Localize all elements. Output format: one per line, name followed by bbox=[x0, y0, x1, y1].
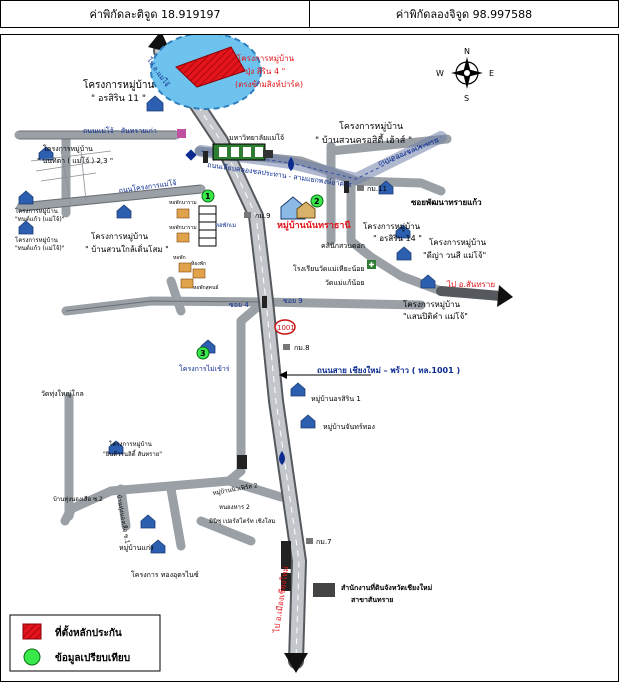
coordinates-header: ค่าพิกัดละติจูด 18.919197 ค่าพิกัดลองจิจ… bbox=[0, 0, 619, 28]
label-arin14-title: โครงการหมู่บ้าน bbox=[363, 221, 421, 232]
label-km9: กม.9 bbox=[255, 212, 271, 220]
label-main-project-name: " ปุ่ง สิริน 4 " bbox=[239, 67, 285, 76]
label-wat-mae-jo: วัดแม่แก้น้อย bbox=[325, 279, 364, 287]
label-maejo-song-title: โครงการหมู่บ้าน bbox=[15, 236, 58, 244]
label-saenpickham-title: โครงการหมู่บ้าน bbox=[403, 299, 461, 310]
label-nongyaw: บ้านทุ่งนองเสือ ซ.2 bbox=[53, 495, 103, 503]
label-arin11-name: " อรสิริน 11 " bbox=[91, 93, 146, 104]
marker-3: 3 bbox=[200, 349, 206, 358]
legend-property-label: ที่ตั้งหลักประกัน bbox=[55, 625, 122, 639]
label-main-project-note: (ตรงข้ามสิงห์ปาร์ค) bbox=[235, 79, 303, 89]
marker-2: 2 bbox=[314, 197, 320, 206]
property-parcel bbox=[175, 46, 246, 88]
label-sub-list-2: หมู่บ้านจันทร์ทอง bbox=[323, 423, 375, 431]
shop-icons bbox=[176, 208, 206, 289]
km-posts bbox=[244, 185, 364, 544]
label-to-chiangmai: ไป อ.เมืองเชียงใหม่ bbox=[272, 566, 290, 635]
label-school: โรงเรียนวัดแม่เหียะน้อย bbox=[293, 264, 365, 273]
longitude-label: ค่าพิกัดลองจิจูด 98.997588 bbox=[309, 1, 618, 27]
label-road-maejo: ถนนแม่โจ้ - สันทรายเก่า bbox=[83, 126, 157, 135]
label-arin11-title: โครงการหมู่บ้าน bbox=[83, 78, 155, 91]
label-maejo-nueng-title: โครงการหมู่บ้าน bbox=[15, 207, 58, 215]
sansai-arrow bbox=[436, 286, 506, 301]
village-icon bbox=[280, 196, 316, 220]
label-satukan: หนองหาร 2 bbox=[219, 504, 250, 511]
medical-icon bbox=[367, 260, 376, 269]
label-maejo-nueng-name: "ทนต์แก้ว (แม่โจ้)" bbox=[15, 215, 65, 223]
label-road-name: ถนนสาย เชียงใหม่ – พร้าว ( ทล.1001 ) bbox=[317, 365, 460, 375]
label-ban-suan-name: " บ้านสวนครอสิตี้ เฮ้าส์ " bbox=[315, 133, 412, 146]
label-sansai-village: หมู่บ้านนันทราธานี bbox=[277, 220, 351, 231]
label-project-maejo3: โครงการไม่เข้าร่ bbox=[179, 364, 230, 373]
label-nanthana-name: " นนทิตา ( แม่โจ้ ) 2,3 " bbox=[37, 156, 113, 165]
location-map: N S E W bbox=[9, 31, 513, 673]
south-arrow-head bbox=[284, 653, 308, 673]
label-super-store: มินิซุ เปอร์สโตร์ท เชิงโสม bbox=[209, 517, 276, 525]
secondary-roads bbox=[14, 130, 506, 551]
label-dirya-name: "ดีญ่า วนสี แม่โจ้" bbox=[423, 250, 486, 260]
label-saenpickham-name: "แสนปิติคำ แม่โจ้" bbox=[403, 311, 468, 321]
label-factory-a: หอพักนาราม bbox=[169, 200, 197, 206]
label-yindee-title: โครงการหมู่บ้าน bbox=[109, 440, 152, 448]
label-to-sansai: ไป อ.สันทราย bbox=[446, 280, 495, 289]
main-highway bbox=[153, 43, 307, 669]
label-sub-district: สำนักงานที่ดินจังหวัดเชียงใหม่ bbox=[341, 582, 433, 592]
label-maejo-song-name: "ทนต์แก้ว (แม่โจ้)" bbox=[15, 244, 65, 252]
label-factory-b: หอพักนาราม bbox=[169, 225, 197, 231]
compare-markers bbox=[196, 189, 324, 360]
highway-shield: 1001 bbox=[274, 319, 296, 335]
label-university: มหาวิทยาลัยแม่โจ้ bbox=[229, 133, 284, 142]
traffic-light-icons bbox=[203, 151, 349, 308]
apartment-tower bbox=[198, 205, 217, 247]
label-km8: กม.8 bbox=[294, 344, 310, 352]
legend-compare-label: ข้อมูลเปรียบเทียบ bbox=[55, 652, 130, 665]
label-sub-district-2: สาขาสันทราย bbox=[351, 596, 393, 604]
compass-n: N bbox=[464, 47, 470, 56]
highway-shield-number: 1001 bbox=[277, 324, 295, 332]
label-nanthana-title: โครงการหมู่บ้าน bbox=[43, 144, 93, 153]
label-ban-suan-klang-name: " บ้านสวนใกล้เดิ่นโสม " bbox=[85, 243, 169, 254]
map-frame: N S E W bbox=[0, 31, 619, 682]
latitude-label: ค่าพิกัดละติจูด 18.919197 bbox=[89, 8, 221, 21]
dorm-network bbox=[30, 150, 112, 207]
legend-property-swatch bbox=[22, 623, 42, 640]
label-km7: กม.7 bbox=[316, 538, 332, 546]
fuel-station-icons bbox=[279, 157, 294, 465]
compass-e: E bbox=[489, 69, 494, 78]
label-project-tha: โครงการ ทองอุดรไนซ์ bbox=[131, 570, 199, 579]
label-km11: กม.11 bbox=[367, 185, 387, 193]
legend-compare-swatch bbox=[23, 648, 41, 666]
label-sub-list-1: หมู่บ้านอรสิริน 1 bbox=[311, 395, 361, 403]
compass-w: W bbox=[436, 69, 444, 78]
label-phatthana: ซอยพัฒนาทรายแก้ว bbox=[411, 197, 482, 207]
marker-1: 1 bbox=[205, 192, 211, 201]
compass: N S E W bbox=[436, 47, 494, 103]
house-icons bbox=[18, 95, 436, 554]
compass-s: S bbox=[464, 94, 469, 103]
dark-buildings bbox=[237, 455, 335, 597]
label-factory-d: ห้องพัก bbox=[191, 260, 206, 267]
label-pha-kaew: หมู่บ้านแก่ง bbox=[119, 544, 154, 552]
legend: ที่ตั้งหลักประกัน ข้อมูลเปรียบเทียบ bbox=[9, 614, 161, 672]
label-main-project: โครงการหมู่บ้าน bbox=[237, 53, 295, 64]
label-clinic: คลินิกสวนดอก bbox=[321, 242, 365, 250]
label-factory-e: หอพักสุคนธ์ bbox=[193, 284, 219, 291]
university-building bbox=[212, 143, 273, 161]
label-dirya-title: โครงการหมู่บ้าน bbox=[429, 237, 487, 248]
bank-icons bbox=[177, 129, 197, 161]
label-soi4: ซอย 4 bbox=[229, 301, 249, 309]
label-sub-temple: วัดทุ่งใหญ่โกล bbox=[41, 389, 84, 398]
label-soi9: ซอย 9 bbox=[283, 297, 303, 305]
label-ban-suan-title: โครงการหมู่บ้าน bbox=[339, 121, 403, 132]
label-ban-suan-klang-title: โครงการหมู่บ้าน bbox=[91, 231, 149, 242]
label-apartment: หอพักเม bbox=[215, 222, 236, 229]
label-arin14: " อรสิริน 14 " bbox=[373, 234, 422, 243]
label-yindee-name: "ยินดีวรนลิตี้ สันทราย" bbox=[103, 448, 162, 458]
label-factory-c: หอพัก bbox=[173, 255, 186, 261]
